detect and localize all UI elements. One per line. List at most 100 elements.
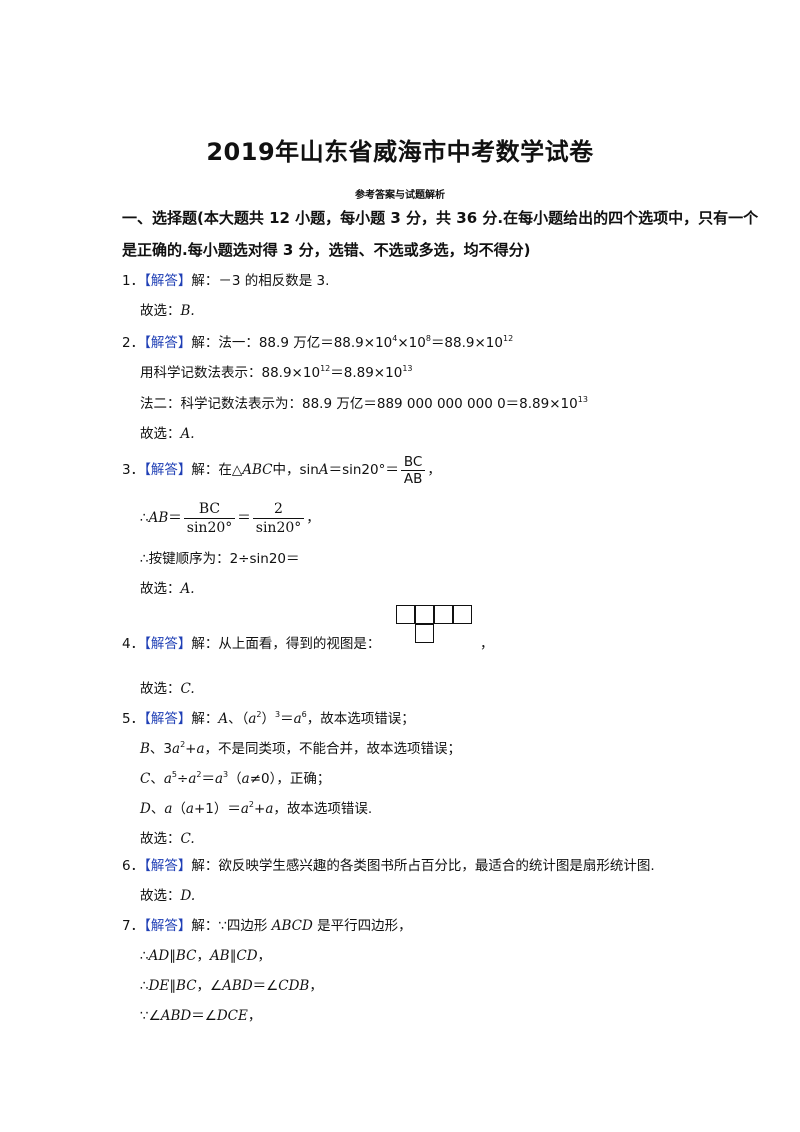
text-run: ， [309,978,323,994]
var: a [163,771,172,787]
view-square [453,605,472,624]
answer-tag: 【解答】 [144,711,192,727]
exponent: 6 [301,710,307,719]
text-run: （ [172,801,186,817]
q1-line: 1．【解答】解：－3 的相反数是 3. [122,272,329,290]
text-run: 中，sin [272,462,319,478]
var: AB [148,510,169,526]
q2-number: 2． [122,335,145,351]
exponent: 2 [248,800,255,809]
text-run: ＝ [237,510,251,526]
choose-label: 故选： [140,681,181,697]
exponent: 12 [320,364,331,373]
choice-letter: A. [180,426,195,442]
view-square [415,624,434,643]
text-run: 、3 [149,741,173,757]
answer-tag: 【解答】 [144,918,192,934]
q6-line: 6．【解答】解：欲反映学生感兴趣的各类图书所占百分比，最适合的统计图是扇形统计图… [122,857,655,875]
view-square [396,605,415,624]
text-run: ＝∠ [252,978,279,994]
q7-number: 7． [122,918,145,934]
text-run: ，故本选项错误； [306,711,415,727]
text-run: ＝ [168,510,182,526]
text-run: ＝88.9×10 [430,335,503,351]
q1-choice: 故选：B. [140,302,195,320]
jie-label: 解： [191,858,219,874]
text-run: ×10 [397,335,426,351]
choice-letter: B. [180,303,195,319]
q1-number: 1． [122,273,145,289]
q6-number: 6． [122,858,145,874]
text-run: ，不是同类项，不能合并，故本选项错误； [204,741,462,757]
text-run: ∴ [140,948,149,964]
q2-line-3: 法二：科学记数法表示为：88.9 万亿＝889 000 000 000 0＝8.… [140,395,588,413]
choice-letter: A. [180,581,195,597]
var: AD [148,948,170,964]
text-run: 法一：88.9 万亿＝88.9×10 [218,335,393,351]
q3-line-3: ∴按键顺序为：2÷sin20＝ [140,551,300,567]
text-run: ∴ [140,978,149,994]
q5-line-4: D、a（a+1）＝a2+a，故本选项错误. [140,800,372,818]
denominator: AB [403,470,423,487]
exponent: 2 [196,770,202,779]
var: BC [176,978,197,994]
text-run: ＝∠ [191,1008,217,1024]
q7-line-4: ∵∠ABD＝∠DCE， [140,1007,261,1025]
text-run: ∥ [169,948,176,964]
exponent: 13 [402,364,413,373]
var: A [218,711,229,727]
answer-tag: 【解答】 [144,462,192,478]
jie-label: 解： [191,636,219,652]
page-title: 2019年山东省威海市中考数学试卷 [206,138,594,166]
var: a [196,741,205,757]
exponent: 4 [392,334,398,343]
text-run: ∥ [169,978,177,994]
q4-tail: ， [480,636,494,652]
exponent: 12 [503,334,514,343]
var: ABCD [271,918,313,934]
exponent: 3 [275,710,281,719]
q7-line-1: 7．【解答】解：∵四边形 ABCD 是平行四边形， [122,917,412,935]
q4-line: 4．【解答】解：从上面看，得到的视图是： [122,635,380,653]
var: BC [175,948,197,964]
var: a [214,771,224,787]
answer-tag: 【解答】 [144,273,192,289]
text-run: ＝ [280,711,294,727]
var: ABC [242,462,273,478]
var: a [265,801,274,817]
jie-label: 解： [191,711,219,727]
q5-choice: 故选：C. [140,830,195,848]
q5-line-1: 5．【解答】解：A、（a2）3＝a6，故本选项错误； [122,710,415,728]
text-run: ＝sin20°＝ [328,462,399,478]
var: a [248,711,257,727]
q3-choice: 故选：A. [140,580,195,598]
text-run: 用科学记数法表示：88.9×10 [140,365,321,381]
var: a [241,771,250,787]
denominator: sin20° [255,519,302,536]
text-run: ÷ [177,771,189,787]
text-run: ≠0），正确； [249,771,331,787]
choose-label: 故选： [140,426,181,442]
text-run: 、 [150,771,164,787]
var: DE [148,978,170,994]
var: DCE [216,1008,248,1024]
var: a [164,801,173,817]
view-square [415,605,434,624]
q5-number: 5． [122,711,145,727]
section-heading-line-2: 是正确的.每小题选对得 3 分，选错、不选或多选，均不得分) [122,241,531,259]
var: ABD [222,978,253,994]
page-subtitle: 参考答案与试题解析 [355,190,445,201]
text-run: ， [257,948,272,964]
text-run: ＝8.89×10 [330,365,403,381]
text-run: 是平行四边形， [312,918,412,934]
var: D [140,801,151,817]
exponent: 2 [256,710,262,719]
jie-label: 解： [191,462,219,478]
text-run: ∴ [140,510,149,526]
q6-choice: 故选：D. [140,887,195,905]
text-run: ，∠ [196,978,223,994]
